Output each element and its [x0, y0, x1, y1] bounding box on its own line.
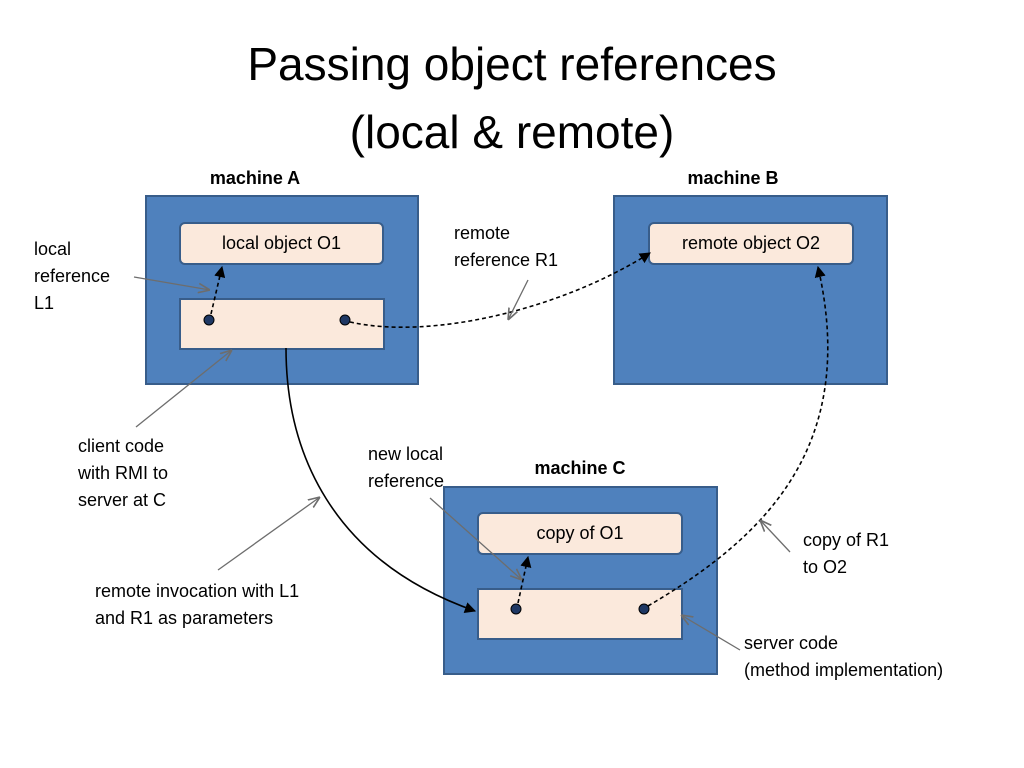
slide-title: Passing object references (local & remot… — [0, 30, 1024, 166]
server-code-box — [477, 588, 683, 640]
machine-c-label: machine C — [534, 458, 626, 478]
local-object-o1: local object O1 — [179, 222, 384, 265]
copy-of-o1: copy of O1 — [477, 512, 683, 555]
new-local-reference-label: new local reference — [368, 444, 445, 491]
copy-of-r1-label: copy of R1 to O2 — [803, 530, 890, 577]
client-code-box — [179, 298, 385, 350]
remote-reference-label: remote reference R1 — [454, 223, 559, 270]
remote-object-o2: remote object O2 — [648, 222, 854, 265]
remote-invocation-label: remote invocation with L1 and R1 as para… — [95, 581, 300, 628]
machine-b-label: machine B — [687, 168, 779, 188]
title-line-2: (local & remote) — [349, 106, 675, 158]
server-code-label: server code (method implementation) — [744, 633, 944, 680]
local-reference-label: local reference L1 — [34, 239, 111, 313]
remote-reference-pointer — [508, 279, 529, 320]
copy-of-r1-pointer — [760, 520, 791, 553]
title-line-1: Passing object references — [247, 38, 777, 90]
remote-invocation-pointer — [217, 497, 320, 571]
machine-a-label: machine A — [209, 168, 301, 188]
client-code-label: client code with RMI to server at C — [78, 436, 169, 510]
